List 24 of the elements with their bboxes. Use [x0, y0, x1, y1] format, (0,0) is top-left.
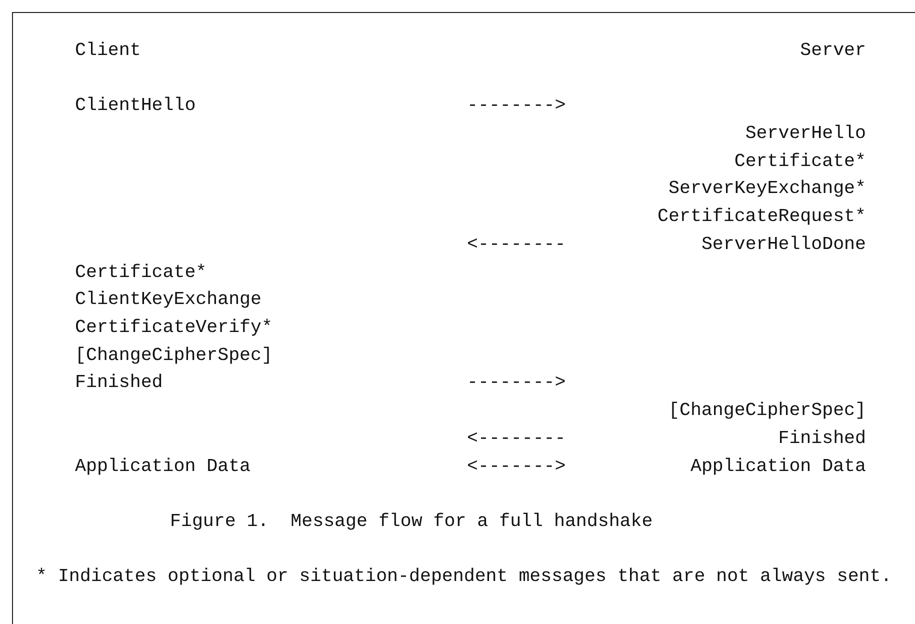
text-arrow: <--------	[467, 428, 566, 451]
text-arrow: <--------	[467, 234, 566, 257]
text-arrow: -------->	[467, 95, 566, 118]
message-label: Finished	[777, 428, 866, 451]
message-label: CertificateRequest*	[658, 206, 866, 230]
message-label: Certificate*	[733, 150, 866, 174]
column-heading: Server	[800, 40, 866, 63]
message-label: Application Data	[75, 454, 251, 482]
figure-caption: Figure 1. Message flow for a full handshake	[170, 510, 653, 534]
message-label: Certificate*	[75, 262, 208, 285]
message-label: ServerHello	[744, 123, 866, 146]
message-label: ServerKeyExchange*	[668, 178, 866, 202]
message-label: [ChangeCipherSpec]	[75, 344, 272, 368]
message-label: [ChangeCipherSpec]	[668, 400, 866, 424]
text-arrow: -------->	[467, 372, 566, 396]
message-label: CertificateVerify*	[75, 316, 272, 340]
footnote: * Indicates optional or situation-dependent messages that are not always sent.	[36, 566, 893, 590]
message-label: ClientHello	[75, 93, 196, 122]
text-arrow: <------->	[467, 456, 566, 478]
message-label: ServerHelloDone	[700, 234, 866, 257]
message-label: Application Data	[690, 454, 866, 482]
message-label: Finished	[75, 372, 164, 396]
column-heading: Client	[75, 40, 141, 63]
message-label: ClientKeyExchange	[75, 289, 262, 312]
